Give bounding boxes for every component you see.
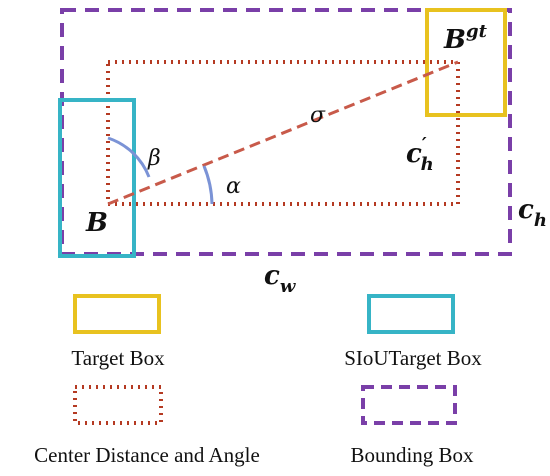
label-bgt: Bgt (443, 21, 488, 55)
legend-label-target-box: Target Box (71, 346, 165, 370)
label-sigma: σ (310, 103, 326, 128)
predicted-box (58, 98, 136, 258)
label-b: B (85, 208, 108, 238)
center-distance-line (107, 60, 459, 206)
label-alpha: α (226, 174, 241, 199)
legend: Target Box SIoUTarget Box Center Distanc… (34, 294, 482, 467)
label-cw: cw (264, 261, 297, 297)
beta-arc (107, 136, 151, 178)
legend-swatch-target-box (73, 294, 161, 334)
legend-swatch-siou-box (367, 294, 455, 334)
legend-swatch-bounding-box (361, 385, 457, 425)
label-beta: β (147, 146, 161, 171)
label-ch: ch (518, 195, 547, 231)
legend-label-center-distance: Center Distance and Angle (34, 443, 260, 467)
legend-label-siou-box: SIoUTarget Box (344, 346, 482, 370)
center-distance-rect (106, 60, 460, 206)
legend-label-bounding-box: Bounding Box (350, 443, 474, 467)
target-box (425, 8, 507, 117)
legend-swatch-center-distance (73, 385, 163, 425)
label-ch-prime: c′h (406, 134, 434, 175)
alpha-arc (202, 165, 214, 205)
